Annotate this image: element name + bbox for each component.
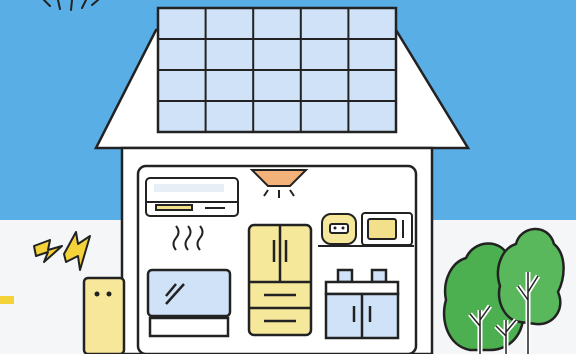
refrigerator-icon — [249, 225, 311, 335]
yellow-marker — [0, 296, 14, 304]
rice-cooker-icon — [322, 214, 356, 244]
solar-panel-array — [158, 8, 396, 132]
home-battery-icon — [84, 278, 124, 354]
microwave-icon — [362, 213, 412, 245]
television-icon — [148, 270, 230, 336]
